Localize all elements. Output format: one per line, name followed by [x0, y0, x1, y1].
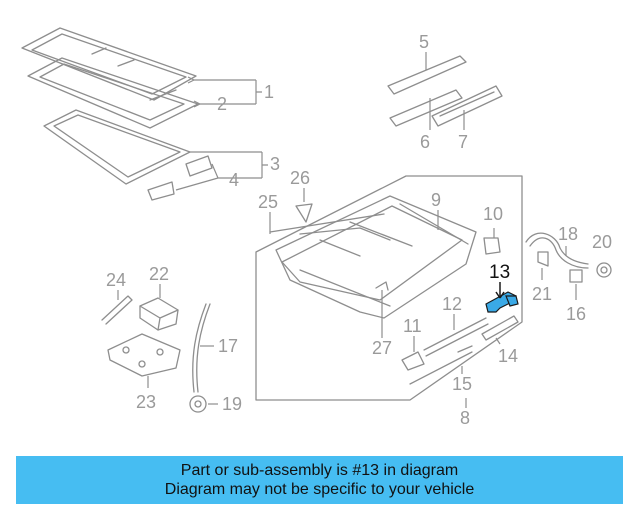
callout-17: 17 — [218, 336, 238, 356]
part-21-clip — [537, 251, 549, 267]
callout-12: 12 — [442, 294, 462, 314]
callout-19: 19 — [222, 394, 242, 414]
part-26-deflector — [295, 203, 313, 223]
callout-2: 2 — [217, 94, 227, 114]
callout-6: 6 — [420, 132, 430, 152]
info-banner: Part or sub-assembly is #13 in diagram D… — [16, 456, 623, 504]
part-24-rod — [101, 295, 133, 325]
callout-4: 4 — [229, 170, 239, 190]
callout-18: 18 — [558, 224, 578, 244]
part-23-bracket — [107, 333, 181, 377]
part-14-rail — [481, 315, 519, 341]
glass-frame — [27, 57, 199, 129]
callout-10: 10 — [483, 204, 503, 224]
guide-upper — [185, 155, 213, 177]
part-20-clamp — [596, 262, 612, 278]
callout-14: 14 — [498, 346, 518, 366]
callout-13: 13 — [489, 262, 510, 283]
part-13-highlighted — [485, 282, 519, 313]
part-10-motor — [483, 237, 501, 255]
banner-line-2: Diagram may not be specific to your vehi… — [164, 481, 475, 498]
sunroof-housing — [255, 175, 523, 401]
callout-1: 1 — [264, 82, 274, 102]
part-17-drain-hose — [192, 303, 211, 393]
part-18-hose — [525, 232, 589, 269]
callout-8: 8 — [460, 408, 470, 428]
guide-lower — [147, 181, 175, 201]
callout-24: 24 — [106, 270, 126, 290]
callout-9: 9 — [431, 190, 441, 210]
glass-panel — [21, 27, 197, 101]
callout-25: 25 — [258, 192, 278, 212]
callout-3: 3 — [270, 154, 280, 174]
rail-5 — [387, 55, 467, 95]
parts-diagram: 1 2 3 4 5 6 7 8 9 10 11 12 — [21, 27, 612, 428]
callout-26: 26 — [290, 168, 310, 188]
callout-16: 16 — [566, 304, 586, 324]
seal — [43, 109, 191, 185]
callout-23: 23 — [136, 392, 156, 412]
part-16-clip — [569, 269, 583, 283]
part-12-cable — [423, 317, 489, 357]
part-22-module — [139, 297, 179, 331]
callout-20: 20 — [592, 232, 612, 252]
part-15-drain — [409, 345, 473, 385]
callout-5: 5 — [419, 32, 429, 52]
part-19-grommet — [189, 395, 207, 413]
callout-11: 11 — [403, 316, 422, 336]
callout-21: 21 — [532, 284, 552, 304]
callout-22: 22 — [149, 264, 169, 284]
callout-27: 27 — [372, 338, 392, 358]
callout-15: 15 — [452, 374, 472, 394]
rail-6 — [389, 89, 463, 127]
banner-line-1: Part or sub-assembly is #13 in diagram — [180, 462, 459, 479]
rail-7 — [431, 85, 503, 127]
callout-7: 7 — [458, 132, 468, 152]
part-11-bracket — [401, 351, 425, 371]
